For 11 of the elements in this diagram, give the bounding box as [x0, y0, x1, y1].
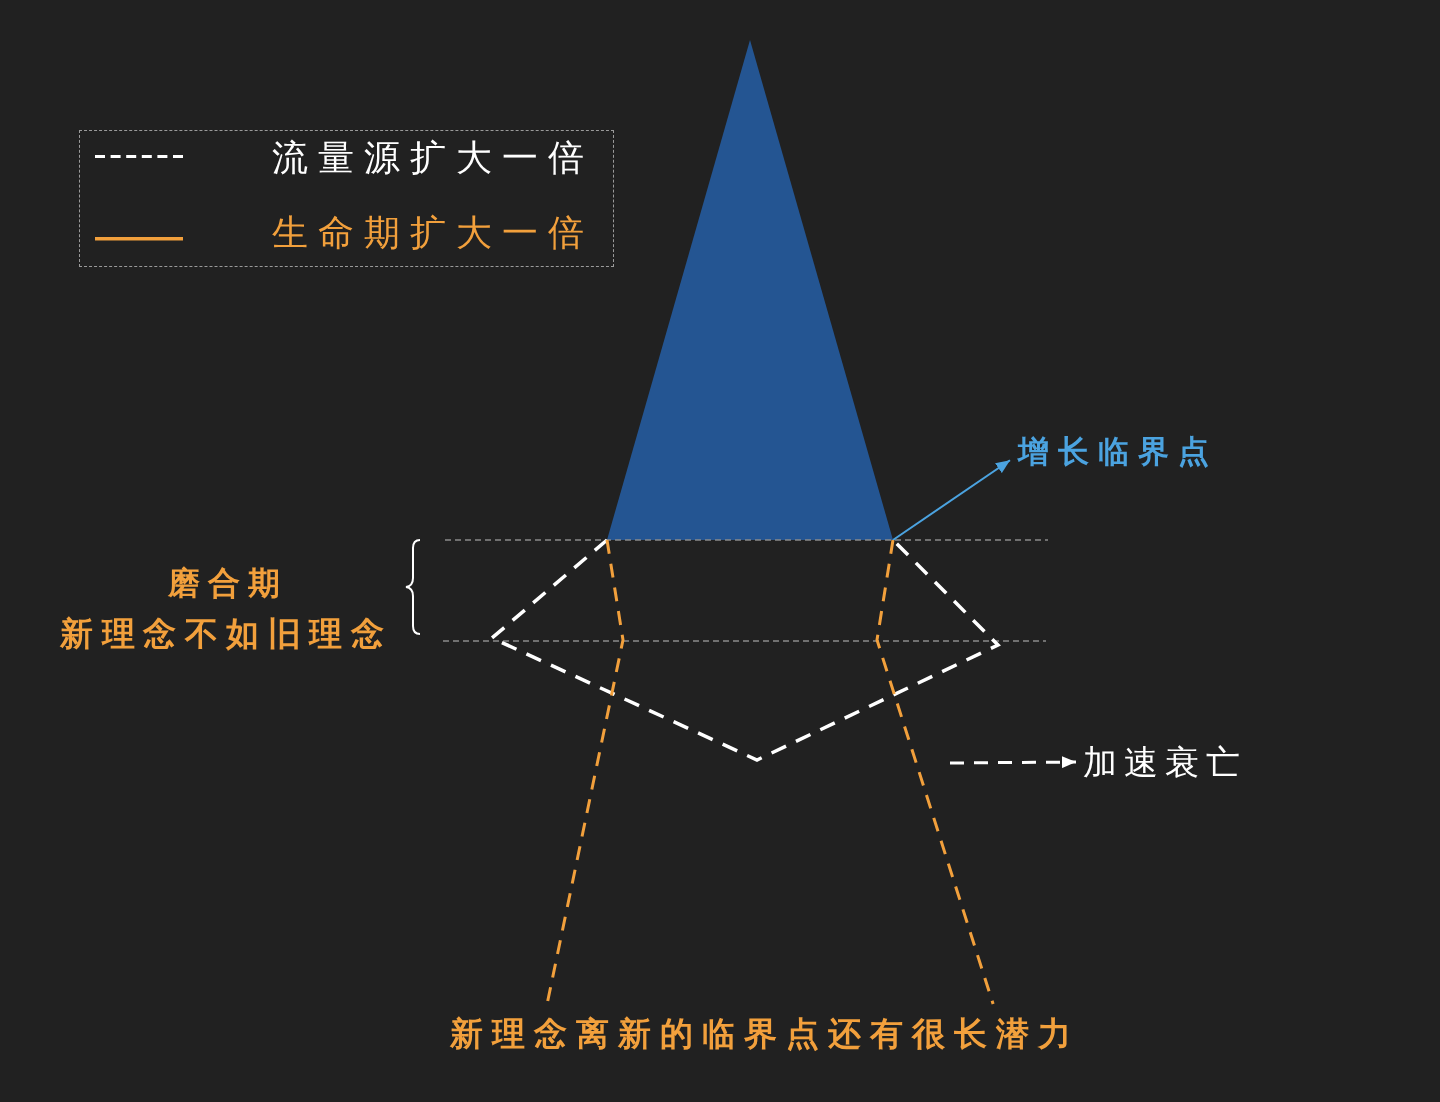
annotation-text: 增长临界点	[1010, 430, 1230, 472]
legend-text: 流量源扩大一倍	[272, 136, 594, 180]
dashed-arrow	[950, 756, 1076, 769]
dashed-connector-line	[875, 539, 995, 1005]
triangle-shape	[607, 40, 893, 540]
arrow	[892, 459, 1011, 541]
bracket-label: 磨合期	[168, 563, 288, 604]
bracket-label: 新理念不如旧理念	[60, 613, 392, 655]
annotation-text: 新理念离新的临界点还有很长潜力	[450, 1004, 1090, 1056]
annotation-text: 加速衰亡	[1076, 741, 1256, 783]
legend-text: 生命期扩大一倍	[272, 211, 594, 255]
